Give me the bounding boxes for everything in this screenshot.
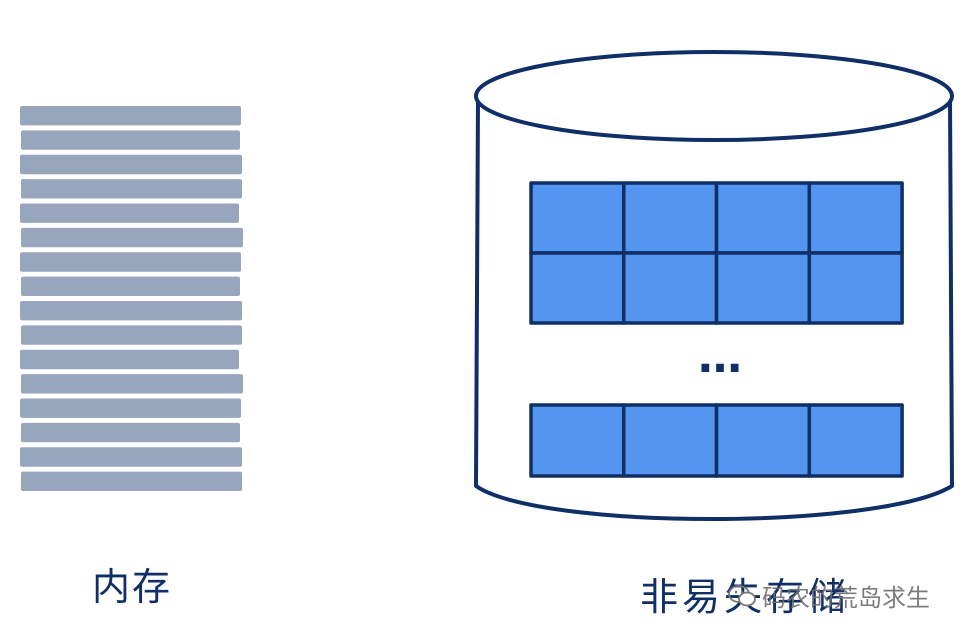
storage-block — [622, 403, 719, 478]
wechat-logo-icon — [728, 584, 756, 606]
memory-bar — [20, 154, 242, 175]
memory-bar — [21, 325, 242, 345]
memory-stack — [20, 106, 243, 491]
storage-block — [529, 181, 626, 255]
ellipsis-dots: … — [698, 332, 742, 383]
cylinder-top — [474, 50, 954, 142]
storage-block — [714, 403, 812, 478]
block-grid-bottom — [529, 403, 904, 478]
storage-block — [807, 181, 904, 255]
storage-block — [807, 251, 904, 325]
memory-bar — [20, 398, 241, 418]
storage-block — [529, 251, 626, 325]
memory-bar — [20, 349, 239, 370]
storage-block — [622, 181, 719, 255]
memory-label: 内存 — [92, 565, 173, 609]
watermark-text: 码农的荒岛求生 — [762, 584, 930, 612]
memory-bar — [20, 252, 241, 272]
memory-bar — [21, 227, 243, 248]
memory-bar — [20, 301, 242, 321]
memory-bar — [21, 471, 242, 491]
watermark: 码农的荒岛求生 — [728, 578, 930, 613]
memory-bar — [20, 203, 239, 223]
storage-block — [714, 181, 812, 255]
storage-block — [807, 403, 904, 478]
memory-bar — [21, 422, 240, 443]
storage-block — [714, 251, 812, 325]
memory-bar — [21, 179, 242, 199]
memory-bar — [21, 130, 240, 150]
storage-cylinder: … — [474, 50, 954, 521]
storage-block — [529, 403, 626, 478]
block-grid-top — [529, 181, 904, 325]
memory-bar — [21, 374, 243, 394]
memory-bar — [20, 447, 242, 467]
memory-bar — [20, 106, 241, 126]
memory-bar — [21, 276, 240, 296]
storage-block — [622, 251, 719, 325]
